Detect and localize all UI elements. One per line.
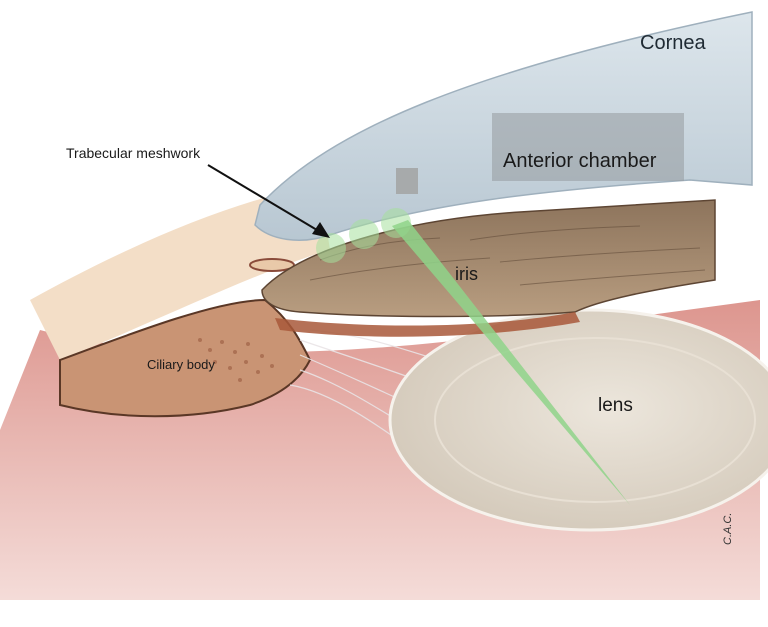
schlemm-canal — [249, 258, 295, 272]
ciliary-body-shape — [59, 298, 312, 418]
anterior-chamber-label-box — [492, 113, 684, 181]
trabecular-arrow — [207, 164, 330, 238]
gonio-mirror — [396, 168, 418, 194]
laser-spot-1 — [316, 233, 346, 263]
label-iris: iris — [455, 264, 478, 284]
laser-beam — [392, 220, 630, 505]
artist-signature: C.A.C. — [722, 512, 734, 545]
iris-pigment-layer — [275, 312, 580, 337]
laser-spot-2 — [349, 219, 379, 249]
lens-shape — [388, 308, 768, 532]
label-ciliary-body: Ciliary body — [147, 357, 215, 372]
label-lens: lens — [598, 395, 633, 416]
ciliary-dots — [198, 338, 274, 382]
label-trabecular-meshwork: Trabecular meshwork — [66, 145, 201, 161]
lens-nucleus-ring — [434, 337, 756, 503]
label-anterior-chamber: Anterior chamber — [503, 150, 657, 172]
label-cornea: Cornea — [640, 32, 706, 54]
sclera-region — [30, 185, 330, 360]
